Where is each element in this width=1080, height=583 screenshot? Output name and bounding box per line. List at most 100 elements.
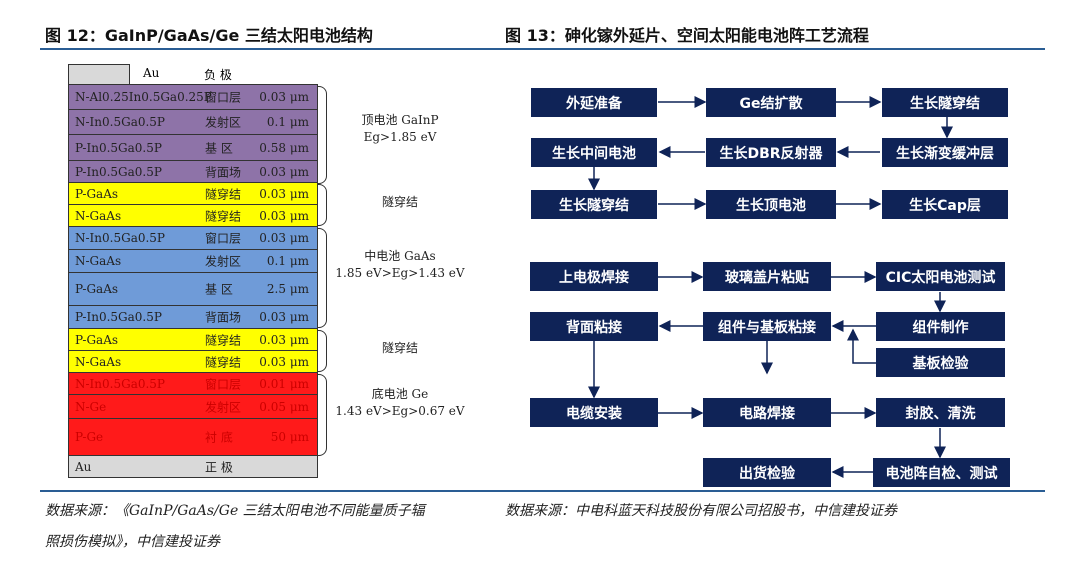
layer-thickness: 0.03 μm	[259, 332, 309, 347]
footer-rule	[40, 490, 1045, 492]
top-electrode-block	[68, 64, 130, 85]
layer-name: N-GaAs	[75, 354, 122, 369]
layer-label: 隧穿结	[205, 209, 242, 223]
array-step-box: 基板检验	[876, 348, 1005, 377]
top-electrode-material: Au	[143, 66, 160, 80]
array-step-box: 玻璃盖片粘贴	[703, 262, 831, 291]
layer-row: P-In0.5Ga0.5P 背面场 0.03 μm	[68, 305, 318, 329]
bottom-electrode-material: Au	[75, 459, 92, 474]
layer-thickness: 0.03 μm	[259, 90, 309, 104]
array-step-box: CIC太阳电池测试	[876, 262, 1005, 291]
layer-thickness: 0.58 μm	[259, 140, 309, 155]
epi-step-box: 外延准备	[531, 88, 657, 117]
group-label: 隧穿结	[330, 194, 470, 211]
right-source: 数据来源：中电科蓝天科技股份有限公司招股书，中信建投证券	[505, 503, 897, 519]
layer-row: N-In0.5Ga0.5P 窗口层 0.03 μm	[68, 226, 318, 250]
layer-row: N-Ge 发射区 0.05 μm	[68, 394, 318, 419]
epi-step-box: 生长Cap层	[882, 190, 1008, 219]
layer-label: 背面场	[205, 310, 242, 325]
epi-step-box: 生长DBR反射器	[706, 138, 836, 167]
layer-label: 衬 底	[205, 430, 233, 445]
layer-name: N-In0.5Ga0.5P	[75, 376, 166, 391]
layer-name: N-In0.5Ga0.5P	[75, 115, 166, 129]
group-label-line1: 隧穿结	[381, 195, 418, 209]
layer-name: P-In0.5Ga0.5P	[75, 310, 162, 324]
layer-label: 窗口层	[205, 377, 242, 391]
layer-label: 窗口层	[205, 231, 242, 246]
header-rule	[40, 48, 1045, 50]
left-source-line2: 照损伤模拟》，中信建投证券	[45, 534, 220, 550]
layer-thickness: 0.03 μm	[259, 208, 309, 223]
array-step-box: 背面粘接	[530, 312, 658, 341]
group-label-line2: Eg>1.85 eV	[363, 130, 437, 144]
layer-thickness: 0.03 μm	[259, 354, 309, 369]
layer-label: 基 区	[205, 141, 233, 155]
layer-name: N-GaAs	[75, 208, 122, 223]
bottom-electrode-label: 正 极	[205, 460, 233, 474]
layer-label: 隧穿结	[205, 333, 242, 347]
layer-row: N-GaAs 发射区 0.1 μm	[68, 249, 318, 273]
layer-label: 窗口层	[205, 90, 242, 105]
layer-thickness: 0.03 μm	[259, 164, 309, 179]
top-electrode-label: 负 极	[204, 68, 232, 82]
layer-thickness: 0.1 μm	[266, 254, 309, 268]
epi-step-box: 生长顶电池	[706, 190, 836, 219]
group-label: 顶电池 GaInP Eg>1.85 eV	[330, 112, 470, 146]
epi-step-box: 生长渐变缓冲层	[882, 138, 1008, 167]
layer-thickness: 0.03 μm	[259, 231, 309, 245]
figure-12-title: 图 12：GaInP/GaAs/Ge 三结太阳电池结构	[45, 26, 373, 45]
layer-label: 背面场	[205, 165, 242, 179]
layer-thickness: 0.03 μm	[259, 310, 309, 324]
layer-label: 发射区	[205, 400, 242, 414]
group-label: 底电池 Ge 1.43 eV>Eg>0.67 eV	[330, 386, 470, 420]
layer-name: P-GaAs	[75, 282, 119, 296]
layer-name: N-Al0.25In0.5Ga0.25P	[75, 90, 212, 104]
epi-step-box: 生长隧穿结	[531, 190, 657, 219]
figure-13-title: 图 13：砷化镓外延片、空间太阳能电池阵工艺流程	[505, 26, 869, 45]
layer-label: 基 区	[205, 282, 233, 297]
group-label: 隧穿结	[330, 340, 470, 357]
layer-name: N-GaAs	[75, 254, 122, 268]
array-step-box: 出货检验	[703, 458, 831, 487]
layer-name: P-In0.5Ga0.5P	[75, 140, 162, 155]
layer-label: 发射区	[205, 254, 242, 269]
array-step-box: 电池阵自检、测试	[873, 458, 1010, 487]
layer-row: P-Ge 衬 底 50 μm	[68, 418, 318, 456]
group-label-line1: 隧穿结	[381, 341, 418, 355]
layer-row: P-GaAs 基 区 2.5 μm	[68, 272, 318, 306]
layer-thickness: 0.05 μm	[259, 399, 309, 414]
layer-row: P-In0.5Ga0.5P 背面场 0.03 μm	[68, 160, 318, 183]
layer-label: 发射区	[205, 115, 242, 130]
group-label: 中电池 GaAs 1.85 eV>Eg>1.43 eV	[330, 248, 470, 282]
layer-name: P-In0.5Ga0.5P	[75, 164, 162, 179]
group-label-line2: 1.43 eV>Eg>0.67 eV	[335, 404, 465, 418]
array-step-box: 组件制作	[876, 312, 1005, 341]
layer-row: P-GaAs 隧穿结 0.03 μm	[68, 182, 318, 205]
layer-thickness: 0.1 μm	[266, 115, 309, 129]
bottom-electrode: Au 正 极	[68, 455, 318, 478]
layer-row: N-GaAs 隧穿结 0.03 μm	[68, 350, 318, 373]
group-label-line2: 1.85 eV>Eg>1.43 eV	[335, 266, 465, 280]
epi-step-box: Ge结扩散	[706, 88, 836, 117]
layer-thickness: 50 μm	[270, 430, 309, 444]
left-source-line1: 数据来源：《GaInP/GaAs/Ge 三结太阳电池不同能量质子辐	[45, 503, 425, 519]
layer-name: N-Ge	[75, 399, 107, 414]
layer-thickness: 0.03 μm	[259, 186, 309, 201]
layer-name: P-GaAs	[75, 332, 119, 347]
group-label-line1: 中电池 GaAs	[364, 249, 436, 263]
array-step-box: 电缆安装	[530, 398, 658, 427]
layer-name: N-In0.5Ga0.5P	[75, 231, 166, 245]
group-label-line1: 底电池 Ge	[371, 387, 429, 401]
layer-label: 隧穿结	[205, 187, 242, 201]
array-step-box: 封胶、清洗	[876, 398, 1005, 427]
array-step-box: 上电极焊接	[530, 262, 658, 291]
layer-name: P-Ge	[75, 430, 104, 444]
layer-thickness: 0.01 μm	[259, 376, 309, 391]
layer-name: P-GaAs	[75, 186, 119, 201]
layer-thickness: 2.5 μm	[266, 282, 309, 296]
epi-step-box: 生长隧穿结	[882, 88, 1008, 117]
layer-label: 隧穿结	[205, 355, 242, 369]
group-label-line1: 顶电池 GaInP	[361, 113, 439, 127]
